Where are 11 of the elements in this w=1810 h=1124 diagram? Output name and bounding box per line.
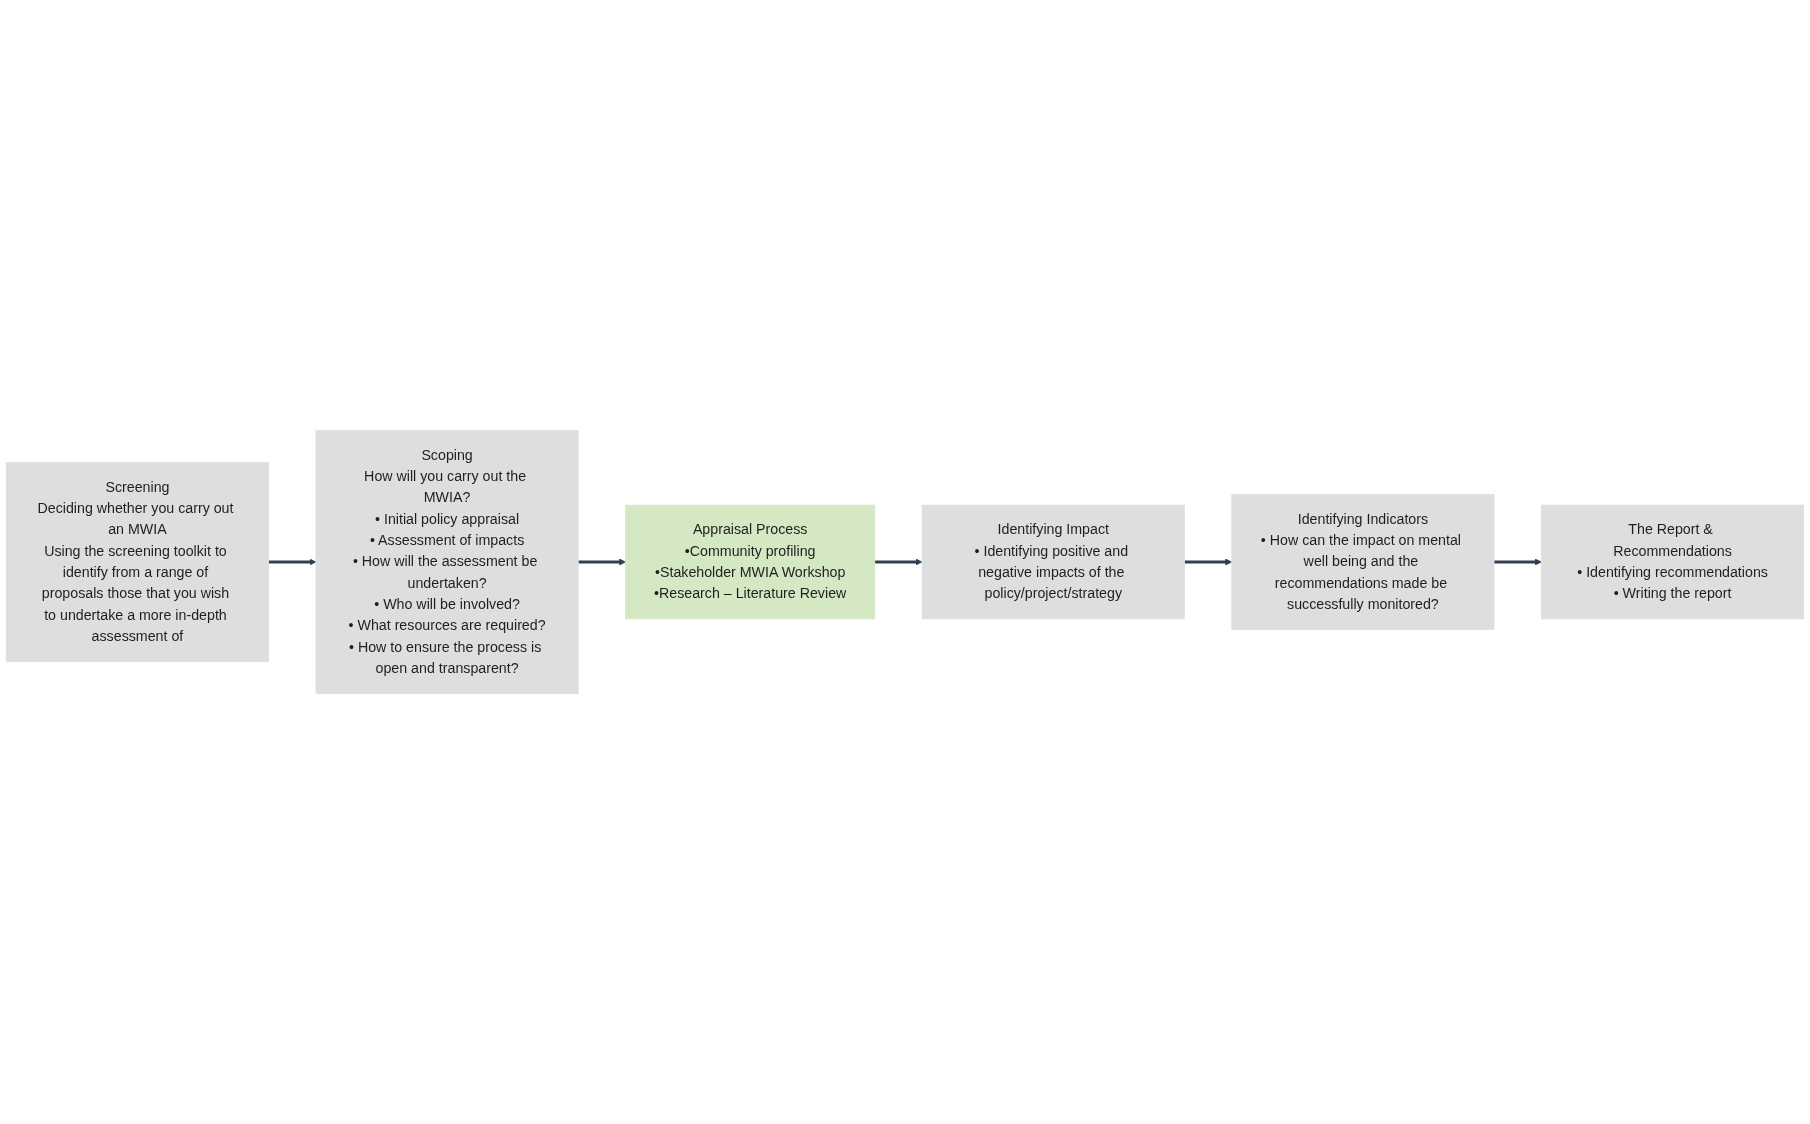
- arrow: [578, 558, 626, 566]
- node-box: The Report & Recommendations • Identifying recommendations • Writing the report: [1541, 504, 1805, 620]
- node-box: Scoping How will you carry out the MWIA? • Initial policy appraisal • Assessment of impacts • How will the assessment be undertaken? • Who will be involved? • What resources are required? • How to ensure the process is open and transparent?: [315, 430, 579, 694]
- arrow: [874, 558, 923, 566]
- arrow: [1494, 558, 1542, 566]
- node-box: Appraisal Process •Community profiling •Stakeholder MWIA Workshop •Research – Literature Review: [625, 504, 876, 620]
- node-box: Identifying Indicators • How can the impact on mental well being and the recommendations made be successfully monitored?: [1231, 494, 1495, 630]
- node-box: Screening Deciding whether you carry out an MWIA Using the screening toolkit to identify from a range of proposals those that you wish to undertake a more in-depth assessment of: [5, 462, 269, 662]
- arrow: [268, 558, 317, 566]
- node-box: Identifying Impact • Identifying positive and negative impacts of the policy/project/strategy: [921, 504, 1185, 620]
- arrow: [1184, 558, 1233, 566]
